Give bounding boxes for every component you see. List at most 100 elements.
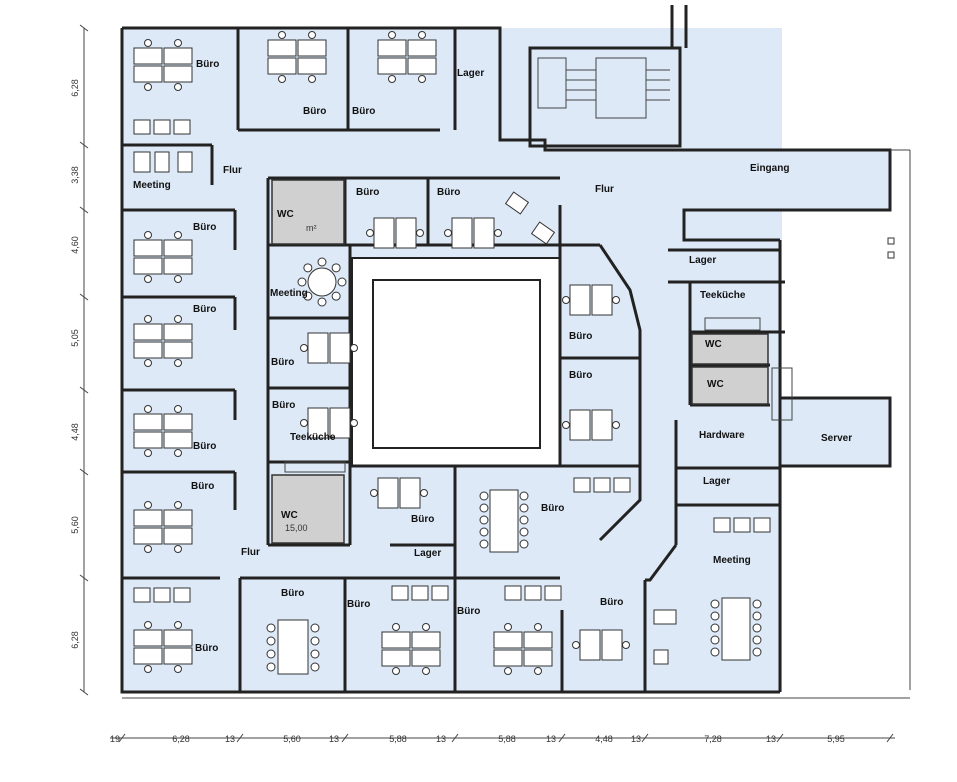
desk xyxy=(267,39,297,57)
room-labels: Büro Büro Büro Lager Meeting Flur Büro B… xyxy=(133,59,852,654)
cabinet xyxy=(411,585,429,601)
dim-tick xyxy=(118,733,126,743)
room-label-wc: WC xyxy=(705,339,722,350)
dimension-left-labels: 6,283,384,605,054,485,606,28 xyxy=(70,24,89,696)
chair xyxy=(350,344,358,352)
cabinet xyxy=(524,585,542,601)
chair xyxy=(494,229,502,237)
cabinet xyxy=(173,119,191,135)
dim-label-bottom: 13 xyxy=(546,734,556,744)
meeting-table xyxy=(489,489,519,553)
dim-tick xyxy=(79,206,89,214)
chair xyxy=(266,636,276,646)
room-label-buero: Büro xyxy=(195,643,218,654)
chair xyxy=(174,501,182,509)
chair xyxy=(479,503,489,513)
stair-core xyxy=(528,46,682,148)
room-label-lager: Lager xyxy=(689,255,716,266)
chair xyxy=(174,545,182,553)
desk xyxy=(493,631,523,649)
cabinet xyxy=(653,609,677,625)
cabinet xyxy=(154,151,170,173)
desk xyxy=(133,629,163,647)
chair xyxy=(710,623,720,633)
desk xyxy=(163,509,193,527)
chair xyxy=(144,449,152,457)
desk xyxy=(473,217,495,249)
chair xyxy=(752,599,762,609)
dim-label-left: 6,28 xyxy=(70,631,80,649)
chair xyxy=(622,641,630,649)
chair xyxy=(144,275,152,283)
wc-block-top xyxy=(271,179,345,245)
desk xyxy=(133,239,163,257)
desk xyxy=(133,341,163,359)
armchair xyxy=(504,191,530,215)
dim-label-bottom: 19 xyxy=(110,734,120,744)
room-label-buero: Büro xyxy=(411,514,434,525)
dim-tick xyxy=(79,141,89,149)
armchair xyxy=(530,221,556,245)
desk xyxy=(163,257,193,275)
right-wing-footprint xyxy=(780,150,890,210)
chair xyxy=(422,623,430,631)
cabinet xyxy=(504,585,522,601)
desk xyxy=(163,47,193,65)
desk xyxy=(523,631,553,649)
server-wall xyxy=(780,396,892,468)
courtyard-inner xyxy=(372,279,541,449)
chair xyxy=(317,297,327,307)
room-label-flur: Flur xyxy=(595,184,614,195)
desk xyxy=(493,649,523,667)
cabinet xyxy=(593,477,611,493)
chair xyxy=(303,291,313,301)
chair xyxy=(174,621,182,629)
cabinet xyxy=(177,151,193,173)
dim-tick xyxy=(341,733,349,743)
wall xyxy=(645,544,678,582)
chair xyxy=(174,315,182,323)
chair xyxy=(144,83,152,91)
furniture-layer xyxy=(133,31,895,675)
room-label-buero: Büro xyxy=(541,503,564,514)
chair xyxy=(710,635,720,645)
room-label-lager: Lager xyxy=(457,68,484,79)
desk xyxy=(133,647,163,665)
room-label-buero: Büro xyxy=(271,357,294,368)
wc-block-bottom xyxy=(271,474,345,544)
chair xyxy=(392,623,400,631)
dim-label-bottom: 13 xyxy=(329,734,339,744)
dim-label-bottom: 13 xyxy=(766,734,776,744)
meeting-table xyxy=(721,597,751,661)
desk xyxy=(395,217,417,249)
room-label-buero: Büro xyxy=(457,606,480,617)
chair xyxy=(308,75,316,83)
round-table xyxy=(307,267,337,297)
chair xyxy=(416,229,424,237)
cabinet xyxy=(431,585,449,601)
chair xyxy=(350,419,358,427)
desk xyxy=(163,341,193,359)
chair xyxy=(266,649,276,659)
chair xyxy=(297,277,307,287)
dim-label-bottom: 13 xyxy=(631,734,641,744)
chair xyxy=(710,599,720,609)
chair xyxy=(752,647,762,657)
cabinet xyxy=(391,585,409,601)
room-label-buero: Büro xyxy=(569,331,592,342)
dim-label-bottom: 6,28 xyxy=(172,734,190,744)
room-label-lager: Lager xyxy=(703,476,730,487)
desk xyxy=(267,57,297,75)
desk xyxy=(163,629,193,647)
chair xyxy=(144,39,152,47)
cabinet xyxy=(133,151,151,173)
chair xyxy=(174,39,182,47)
room-label-buero: Büro xyxy=(193,304,216,315)
desk xyxy=(381,649,411,667)
desk xyxy=(579,629,601,661)
dim-label-bottom: 5,60 xyxy=(283,734,301,744)
desk xyxy=(163,527,193,545)
room-label-meeting: Meeting xyxy=(713,555,751,566)
desk xyxy=(381,631,411,649)
